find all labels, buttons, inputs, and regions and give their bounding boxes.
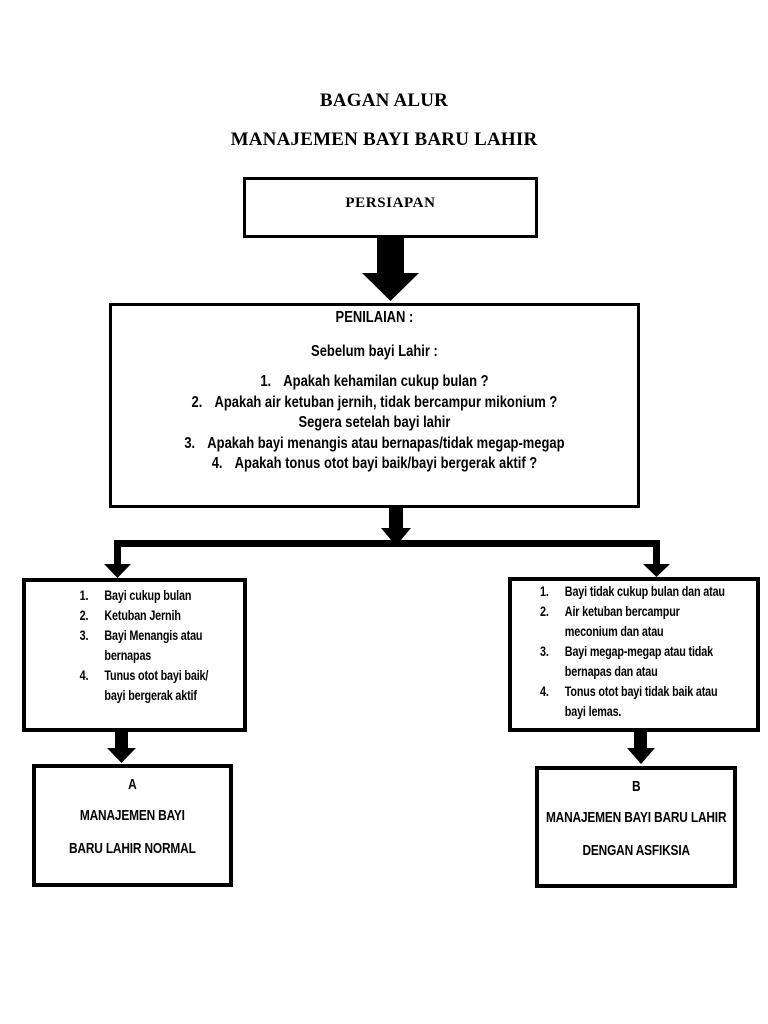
penilaian-note: Segera setelah bayi lahir	[298, 414, 451, 431]
list-number: 3.	[184, 434, 196, 452]
list-item: 1. Bayi cukup bulan	[80, 586, 297, 606]
penilaian-question-1: 1. Apakah kehamilan cukup bulan ?	[112, 372, 637, 393]
list-item: 2. Ketuban Jernih	[80, 606, 297, 626]
management-asphyxia-content: B MANAJEMEN BAYI BARU LAHIR DENGAN ASFIK…	[539, 770, 733, 859]
asphyxia-criteria-list: 1. Bayi tidak cukup bulan dan atau 2. Ai…	[512, 581, 768, 722]
question-text: Apakah bayi menangis atau bernapas/tidak…	[207, 434, 565, 452]
arrow-down-penilaian-to-branch-icon	[381, 508, 411, 546]
branch-right-drop-line	[653, 546, 660, 565]
penilaian-question-3: 3. Apakah bayi menangis atau bernapas/tid…	[112, 434, 637, 455]
arrow-down-branch-left-icon	[104, 564, 131, 578]
list-number: 4.	[79, 668, 89, 683]
penilaian-box: PENILAIAN : Sebelum bayi Lahir : 1. Apaka…	[109, 303, 640, 508]
management-label-line: MANAJEMEN BAYI BARU LAHIR	[545, 810, 727, 826]
list-number: 2.	[79, 608, 89, 623]
persiapan-box: PERSIAPAN	[243, 177, 538, 238]
management-normal-content: A MANAJEMEN BAYI BARU LAHIR NORMAL	[36, 768, 229, 857]
criteria-text: meconium dan atau	[564, 624, 664, 639]
criteria-text: bayi lemas.	[564, 704, 622, 719]
management-label-line: DENGAN ASFIKSIA	[582, 843, 690, 859]
criteria-text: Tonus otot bayi tidak baik atau	[564, 684, 718, 699]
arrow-down-normal-to-management-icon	[107, 732, 136, 763]
management-label-line: MANAJEMEN BAYI	[79, 808, 185, 824]
list-number: 4.	[211, 455, 223, 472]
list-item: 3. Bayi megap-megap atau tidak bernapas …	[540, 642, 768, 682]
question-text: Apakah kehamilan cukup bulan ?	[283, 373, 489, 390]
list-item: 3. Bayi Menangis atau bernapas	[80, 626, 297, 666]
arrow-down-persiapan-to-penilaian-icon	[362, 238, 419, 301]
arrow-down-branch-right-icon	[643, 564, 670, 577]
normal-criteria-box: 1. Bayi cukup bulan 2. Ketuban Jernih 3.…	[22, 578, 247, 732]
management-normal-box: A MANAJEMEN BAYI BARU LAHIR NORMAL	[32, 764, 233, 887]
management-label-line: BARU LAHIR NORMAL	[69, 841, 196, 857]
persiapan-label: PERSIAPAN	[345, 195, 436, 211]
penilaian-subheading: Sebelum bayi Lahir :	[311, 343, 438, 360]
question-text: Apakah tonus otot bayi baik/bayi bergera…	[234, 455, 538, 472]
penilaian-question-2: 2. Apakah air ketuban jernih, tidak berca…	[112, 393, 637, 414]
list-number: 2.	[540, 604, 549, 619]
page-title-line1: BAGAN ALUR	[319, 90, 449, 111]
list-number: 3.	[79, 628, 89, 643]
criteria-text: bernapas	[104, 648, 152, 663]
list-item: 2. Air ketuban bercampur meconium dan at…	[540, 602, 768, 642]
criteria-text: bernapas dan atau	[564, 664, 658, 679]
branch-letter: B	[631, 779, 641, 795]
list-item: 1. Bayi tidak cukup bulan dan atau	[540, 582, 768, 602]
penilaian-heading: PENILAIAN :	[335, 309, 414, 326]
normal-criteria-list: 1. Bayi cukup bulan 2. Ketuban Jernih 3.…	[26, 582, 296, 706]
branch-letter: A	[128, 777, 137, 793]
penilaian-question-4: 4. Apakah tonus otot bayi baik/bayi berge…	[112, 454, 637, 475]
criteria-text: Bayi Menangis atau	[104, 628, 203, 643]
criteria-text: Bayi megap-megap atau tidak	[564, 644, 713, 659]
list-item: 4. Tunus otot bayi baik/ bayi bergerak a…	[80, 666, 297, 706]
criteria-text: Bayi tidak cukup bulan dan atau	[564, 584, 725, 599]
page-title-line2: MANAJEMEN BAYI BARU LAHIR	[230, 129, 538, 150]
branch-left-drop-line	[114, 546, 121, 565]
list-number: 1.	[260, 373, 272, 390]
criteria-text: Ketuban Jernih	[104, 608, 181, 623]
list-number: 4.	[540, 684, 549, 699]
list-number: 3.	[540, 644, 549, 659]
asphyxia-criteria-box: 1. Bayi tidak cukup bulan dan atau 2. Ai…	[508, 577, 760, 732]
criteria-text: Bayi cukup bulan	[104, 588, 192, 603]
criteria-text: Air ketuban bercampur	[564, 604, 680, 619]
penilaian-content: PENILAIAN : Sebelum bayi Lahir : 1. Apaka…	[112, 306, 637, 475]
management-asphyxia-box: B MANAJEMEN BAYI BARU LAHIR DENGAN ASFIK…	[535, 766, 737, 888]
list-number: 1.	[79, 588, 89, 603]
criteria-text: bayi bergerak aktif	[104, 688, 197, 703]
list-item: 4. Tonus otot bayi tidak baik atau bayi …	[540, 682, 768, 722]
list-number: 2.	[191, 393, 203, 411]
branch-horizontal-bar	[114, 540, 660, 547]
list-number: 1.	[540, 584, 549, 599]
arrow-down-asphyxia-to-management-icon	[627, 732, 655, 764]
criteria-text: Tunus otot bayi baik/	[104, 668, 209, 683]
question-text: Apakah air ketuban jernih, tidak bercamp…	[214, 393, 558, 411]
